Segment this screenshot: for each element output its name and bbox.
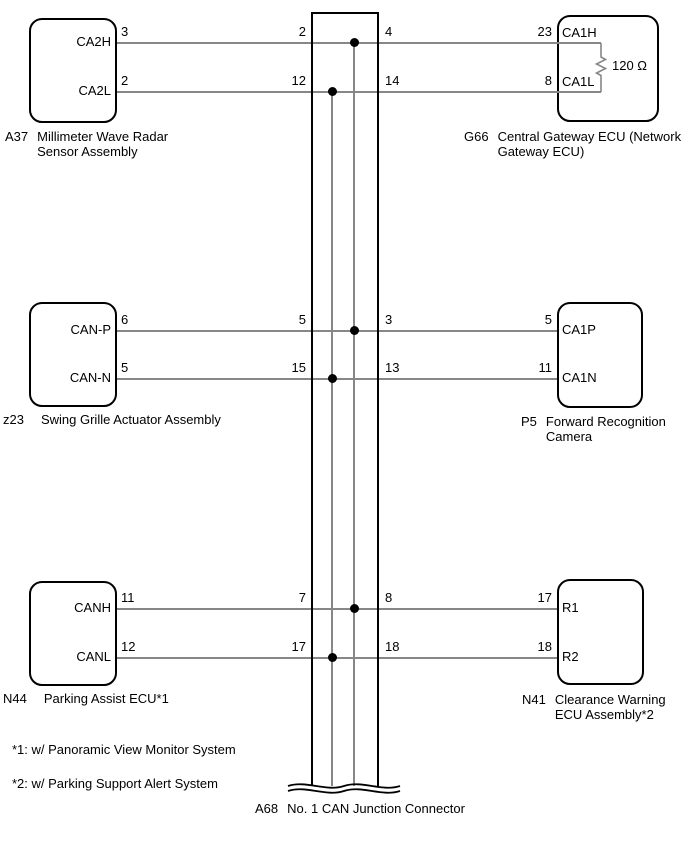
ecu-box-n44 xyxy=(29,581,117,686)
pin-a37-ca2l: 2 xyxy=(121,73,129,88)
wire-row2-can-low xyxy=(117,91,601,93)
pin-junction-right-row3: 3 xyxy=(385,312,393,327)
pin-a37-ca2h: 3 xyxy=(121,24,129,39)
caption-a68-name: No. 1 CAN Junction Connector xyxy=(287,801,465,816)
port-label-can-p: CAN-P xyxy=(70,322,111,337)
pin-z23-can-n: 5 xyxy=(121,360,129,375)
ecu-box-g66 xyxy=(557,15,659,122)
pin-junction-right-row1: 4 xyxy=(385,24,393,39)
caption-a37-name: Millimeter Wave Radar Sensor Assembly xyxy=(37,129,169,159)
port-label-canh: CANH xyxy=(74,600,111,615)
pin-p5-ca1n: 11 xyxy=(538,360,553,375)
wire-row3-can-high xyxy=(117,330,557,332)
bus-line-can-high xyxy=(353,42,355,786)
break-symbol xyxy=(287,783,401,794)
caption-n41-id: N41 xyxy=(522,692,546,707)
pin-p5-ca1p: 5 xyxy=(544,312,552,327)
wire-row1-can-high xyxy=(117,42,601,44)
footnote-2: *2: w/ Parking Support Alert System xyxy=(12,776,218,791)
caption-a37: A37 Millimeter Wave Radar Sensor Assembl… xyxy=(5,129,168,159)
bus-line-can-low xyxy=(331,91,333,786)
caption-p5-id: P5 xyxy=(521,414,537,429)
wire-row5-can-high xyxy=(117,608,557,610)
caption-a68: A68 No. 1 CAN Junction Connector xyxy=(255,801,465,816)
caption-z23-id: z23 xyxy=(3,412,24,427)
junction-connector-body xyxy=(311,12,379,786)
pin-junction-left-row3: 5 xyxy=(298,312,306,327)
caption-p5: P5 Forward Recognition Camera xyxy=(521,414,666,444)
caption-n44-id: N44 xyxy=(3,691,27,706)
ecu-box-a37 xyxy=(29,18,117,123)
port-label-r2: R2 xyxy=(562,649,579,664)
pin-junction-left-row2: 12 xyxy=(291,73,306,88)
resistor-symbol xyxy=(594,43,608,92)
pin-n44-canl: 12 xyxy=(121,639,136,654)
caption-z23: z23 Swing Grille Actuator Assembly xyxy=(3,412,221,427)
pin-z23-can-p: 6 xyxy=(121,312,129,327)
caption-p5-name: Forward Recognition Camera xyxy=(545,414,666,444)
caption-g66-id: G66 xyxy=(464,129,489,144)
pin-junction-left-row4: 15 xyxy=(291,360,306,375)
footnote-1: *1: w/ Panoramic View Monitor System xyxy=(12,742,236,757)
resistor-value-label: 120 Ω xyxy=(612,58,648,73)
pin-n44-canh: 11 xyxy=(121,590,135,605)
caption-n44-name: Parking Assist ECU*1 xyxy=(43,691,169,706)
pin-junction-left-row5: 7 xyxy=(298,590,306,605)
junction-dot-row3 xyxy=(350,326,359,335)
pin-junction-left-row6: 17 xyxy=(291,639,306,654)
caption-a68-id: A68 xyxy=(255,801,279,816)
caption-g66: G66 Central Gateway ECU (Network Gateway… xyxy=(464,129,681,159)
caption-a37-id: A37 xyxy=(5,129,29,144)
port-label-ca1p: CA1P xyxy=(562,322,596,337)
pin-junction-right-row6: 18 xyxy=(385,639,400,654)
port-label-ca1l: CA1L xyxy=(562,74,595,89)
pin-junction-left-row1: 2 xyxy=(298,24,306,39)
port-label-canl: CANL xyxy=(76,649,111,664)
caption-n41: N41 Clearance Warning ECU Assembly*2 xyxy=(522,692,666,722)
junction-dot-row2 xyxy=(328,87,337,96)
pin-junction-right-row2: 14 xyxy=(385,73,400,88)
port-label-can-n: CAN-N xyxy=(69,370,111,385)
pin-g66-ca1h: 23 xyxy=(537,24,552,39)
pin-n41-r2: 18 xyxy=(537,639,552,654)
junction-dot-row1 xyxy=(350,38,359,47)
pin-g66-ca1l: 8 xyxy=(544,73,552,88)
pin-n41-r1: 17 xyxy=(537,590,552,605)
wire-row4-can-low xyxy=(117,378,557,380)
port-label-ca2h: CA2H xyxy=(76,34,111,49)
ecu-box-z23 xyxy=(29,302,117,407)
port-label-r1: R1 xyxy=(562,600,579,615)
pin-junction-right-row4: 13 xyxy=(385,360,400,375)
ecu-box-n41 xyxy=(557,579,644,685)
caption-g66-name: Central Gateway ECU (Network Gateway ECU… xyxy=(497,129,682,159)
junction-dot-row4 xyxy=(328,374,337,383)
junction-dot-row6 xyxy=(328,653,337,662)
port-label-ca1h: CA1H xyxy=(562,25,597,40)
caption-n44: N44 Parking Assist ECU*1 xyxy=(3,691,169,706)
ecu-box-p5 xyxy=(557,302,643,408)
port-label-ca2l: CA2L xyxy=(78,83,111,98)
caption-z23-name: Swing Grille Actuator Assembly xyxy=(40,412,221,427)
caption-n41-name: Clearance Warning ECU Assembly*2 xyxy=(554,692,666,722)
wire-row6-can-low xyxy=(117,657,557,659)
port-label-ca1n: CA1N xyxy=(562,370,597,385)
pin-junction-right-row5: 8 xyxy=(385,590,393,605)
junction-dot-row5 xyxy=(350,604,359,613)
